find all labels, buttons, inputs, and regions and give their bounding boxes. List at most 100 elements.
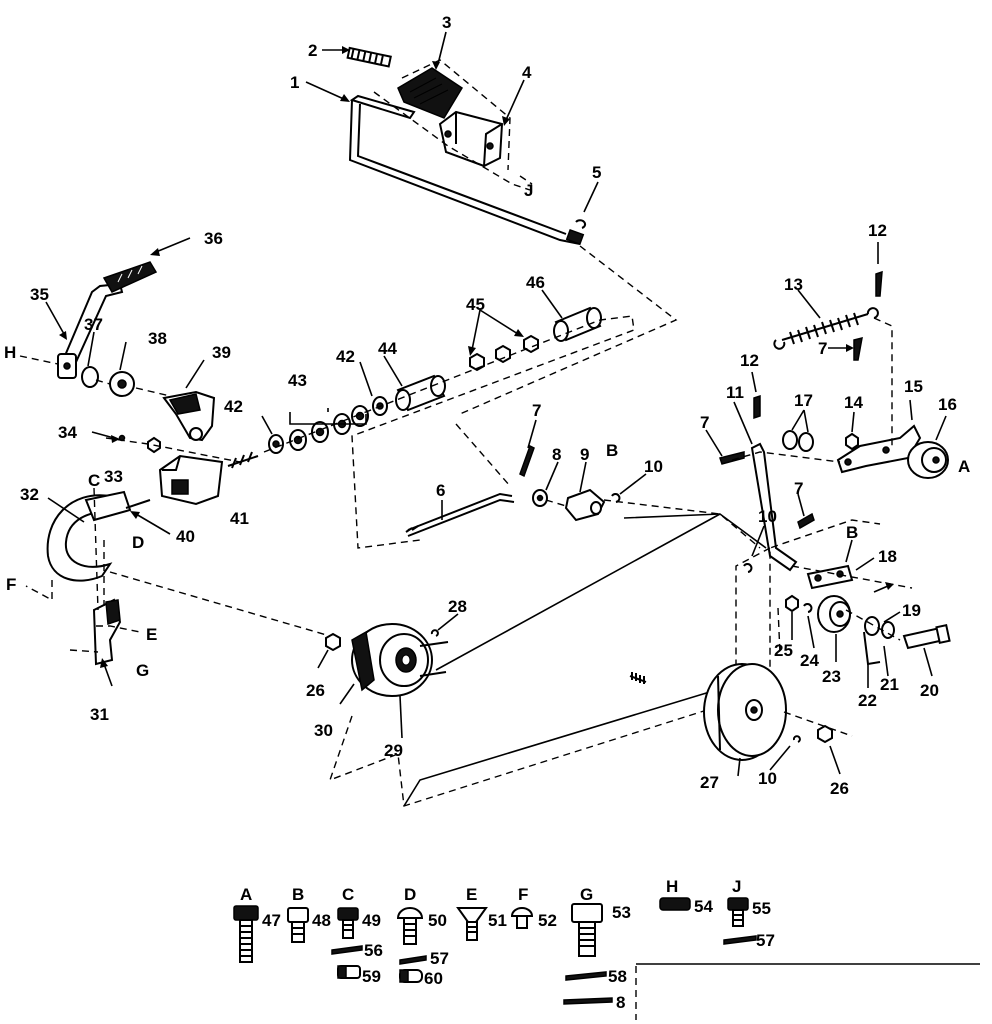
- hw-num-56: 56: [364, 941, 383, 960]
- callout-24: 24: [800, 651, 819, 670]
- mower-deck-outline: [328, 513, 881, 807]
- callout-45: 45: [466, 295, 485, 314]
- callout-9: 9: [580, 445, 589, 464]
- callout-18: 18: [878, 547, 897, 566]
- hw-num-59: 59: [362, 967, 381, 986]
- ref-C: C: [88, 471, 100, 490]
- callout-15: 15: [904, 377, 923, 396]
- hw-letter-J: J: [732, 877, 741, 896]
- callout-16: 16: [938, 395, 957, 414]
- callout-27: 27: [700, 773, 719, 792]
- hw-letter-G: G: [580, 885, 593, 904]
- callout-36: 36: [204, 229, 223, 248]
- hw-num-53: 53: [612, 903, 631, 922]
- callout-37: 37: [84, 315, 103, 334]
- hw-num-52: 52: [538, 911, 557, 930]
- hw-num-57-right: 57: [756, 931, 775, 950]
- callout-26-left: 26: [306, 681, 325, 700]
- hw-num-47: 47: [262, 911, 281, 930]
- letter-references: H C D E F G J B B A: [4, 181, 970, 680]
- hw-letter-C: C: [342, 885, 354, 904]
- callout-14: 14: [844, 393, 863, 412]
- ref-G: G: [136, 661, 149, 680]
- callout-26-right: 26: [830, 779, 849, 798]
- callout-33: 33: [104, 467, 123, 486]
- hw-num-60: 60: [424, 969, 443, 988]
- handle-rod-assembly: [346, 46, 587, 246]
- callout-11: 11: [726, 383, 744, 402]
- callout-28: 28: [448, 597, 467, 616]
- callout-44: 44: [378, 339, 397, 358]
- shaft-spacers: [227, 245, 678, 549]
- ref-B-center: B: [606, 441, 618, 460]
- callout-10-center: 10: [644, 457, 663, 476]
- callout-3: 3: [442, 13, 451, 32]
- callout-35: 35: [30, 285, 49, 304]
- ref-F: F: [6, 575, 16, 594]
- ref-J: J: [524, 181, 533, 200]
- callout-2: 2: [308, 41, 317, 60]
- hw-num-51: 51: [488, 911, 507, 930]
- callout-7-right: 7: [794, 479, 803, 498]
- callout-12-top: 12: [868, 221, 887, 240]
- callout-19: 19: [902, 601, 921, 620]
- callout-7-spring: 7: [818, 339, 827, 358]
- callout-7-left: 7: [700, 413, 709, 432]
- hw-num-58: 58: [608, 967, 627, 986]
- callout-10-rod: 10: [758, 507, 777, 526]
- lever-assembly: [19, 261, 331, 666]
- ref-D: D: [132, 533, 144, 552]
- callout-32: 32: [20, 485, 39, 504]
- hw-num-8: 8: [616, 993, 625, 1012]
- drive-pulley: [703, 663, 853, 761]
- hw-letter-H: H: [666, 877, 678, 896]
- callout-25: 25: [774, 641, 793, 660]
- callout-42-right: 42: [336, 347, 355, 366]
- hw-num-54: 54: [694, 897, 713, 916]
- callout-4: 4: [522, 63, 532, 82]
- callout-1: 1: [290, 73, 299, 92]
- ref-E: E: [146, 625, 157, 644]
- callout-12-mid: 12: [740, 351, 759, 370]
- callout-34: 34: [58, 423, 77, 442]
- callout-7-center: 7: [532, 401, 541, 420]
- hw-letter-E: E: [466, 885, 477, 904]
- ref-H: H: [4, 343, 16, 362]
- callout-17: 17: [794, 391, 813, 410]
- callout-39: 39: [212, 343, 231, 362]
- callout-31: 31: [90, 705, 109, 724]
- callout-21: 21: [880, 675, 899, 694]
- ref-B-right: B: [846, 523, 858, 542]
- hw-num-50: 50: [428, 911, 447, 930]
- hw-letter-D: D: [404, 885, 416, 904]
- callout-30: 30: [314, 721, 333, 740]
- callout-41: 41: [230, 509, 249, 528]
- hw-letter-A: A: [240, 885, 252, 904]
- callout-46: 46: [526, 273, 545, 292]
- center-link: [405, 423, 761, 549]
- callout-43: 43: [288, 371, 307, 390]
- callout-23: 23: [822, 667, 841, 686]
- callout-numbers: 1 2 3 4 5 6 7 7 7 7 8 9 10 10 10 11 12 1…: [20, 13, 957, 798]
- hw-letter-F: F: [518, 885, 528, 904]
- leader-lines: [45, 31, 947, 777]
- callout-8: 8: [552, 445, 561, 464]
- callout-40: 40: [176, 527, 195, 546]
- callout-6: 6: [436, 481, 445, 500]
- callout-10-pulley: 10: [758, 769, 777, 788]
- hw-num-55: 55: [752, 899, 771, 918]
- callout-38: 38: [148, 329, 167, 348]
- callout-42-left: 42: [224, 397, 243, 416]
- hardware-legend: A 47 B 48 C 49 D 50 E 51 F 52 G: [233, 877, 980, 1020]
- idler-assembly: [719, 270, 951, 666]
- callout-13: 13: [784, 275, 803, 294]
- hw-num-49: 49: [362, 911, 381, 930]
- hw-letter-B: B: [292, 885, 304, 904]
- clutch-pulley: [325, 623, 647, 697]
- hw-num-57-left: 57: [430, 949, 449, 968]
- callout-22: 22: [858, 691, 877, 710]
- ref-A-pulley: A: [958, 457, 970, 476]
- callout-5: 5: [592, 163, 601, 182]
